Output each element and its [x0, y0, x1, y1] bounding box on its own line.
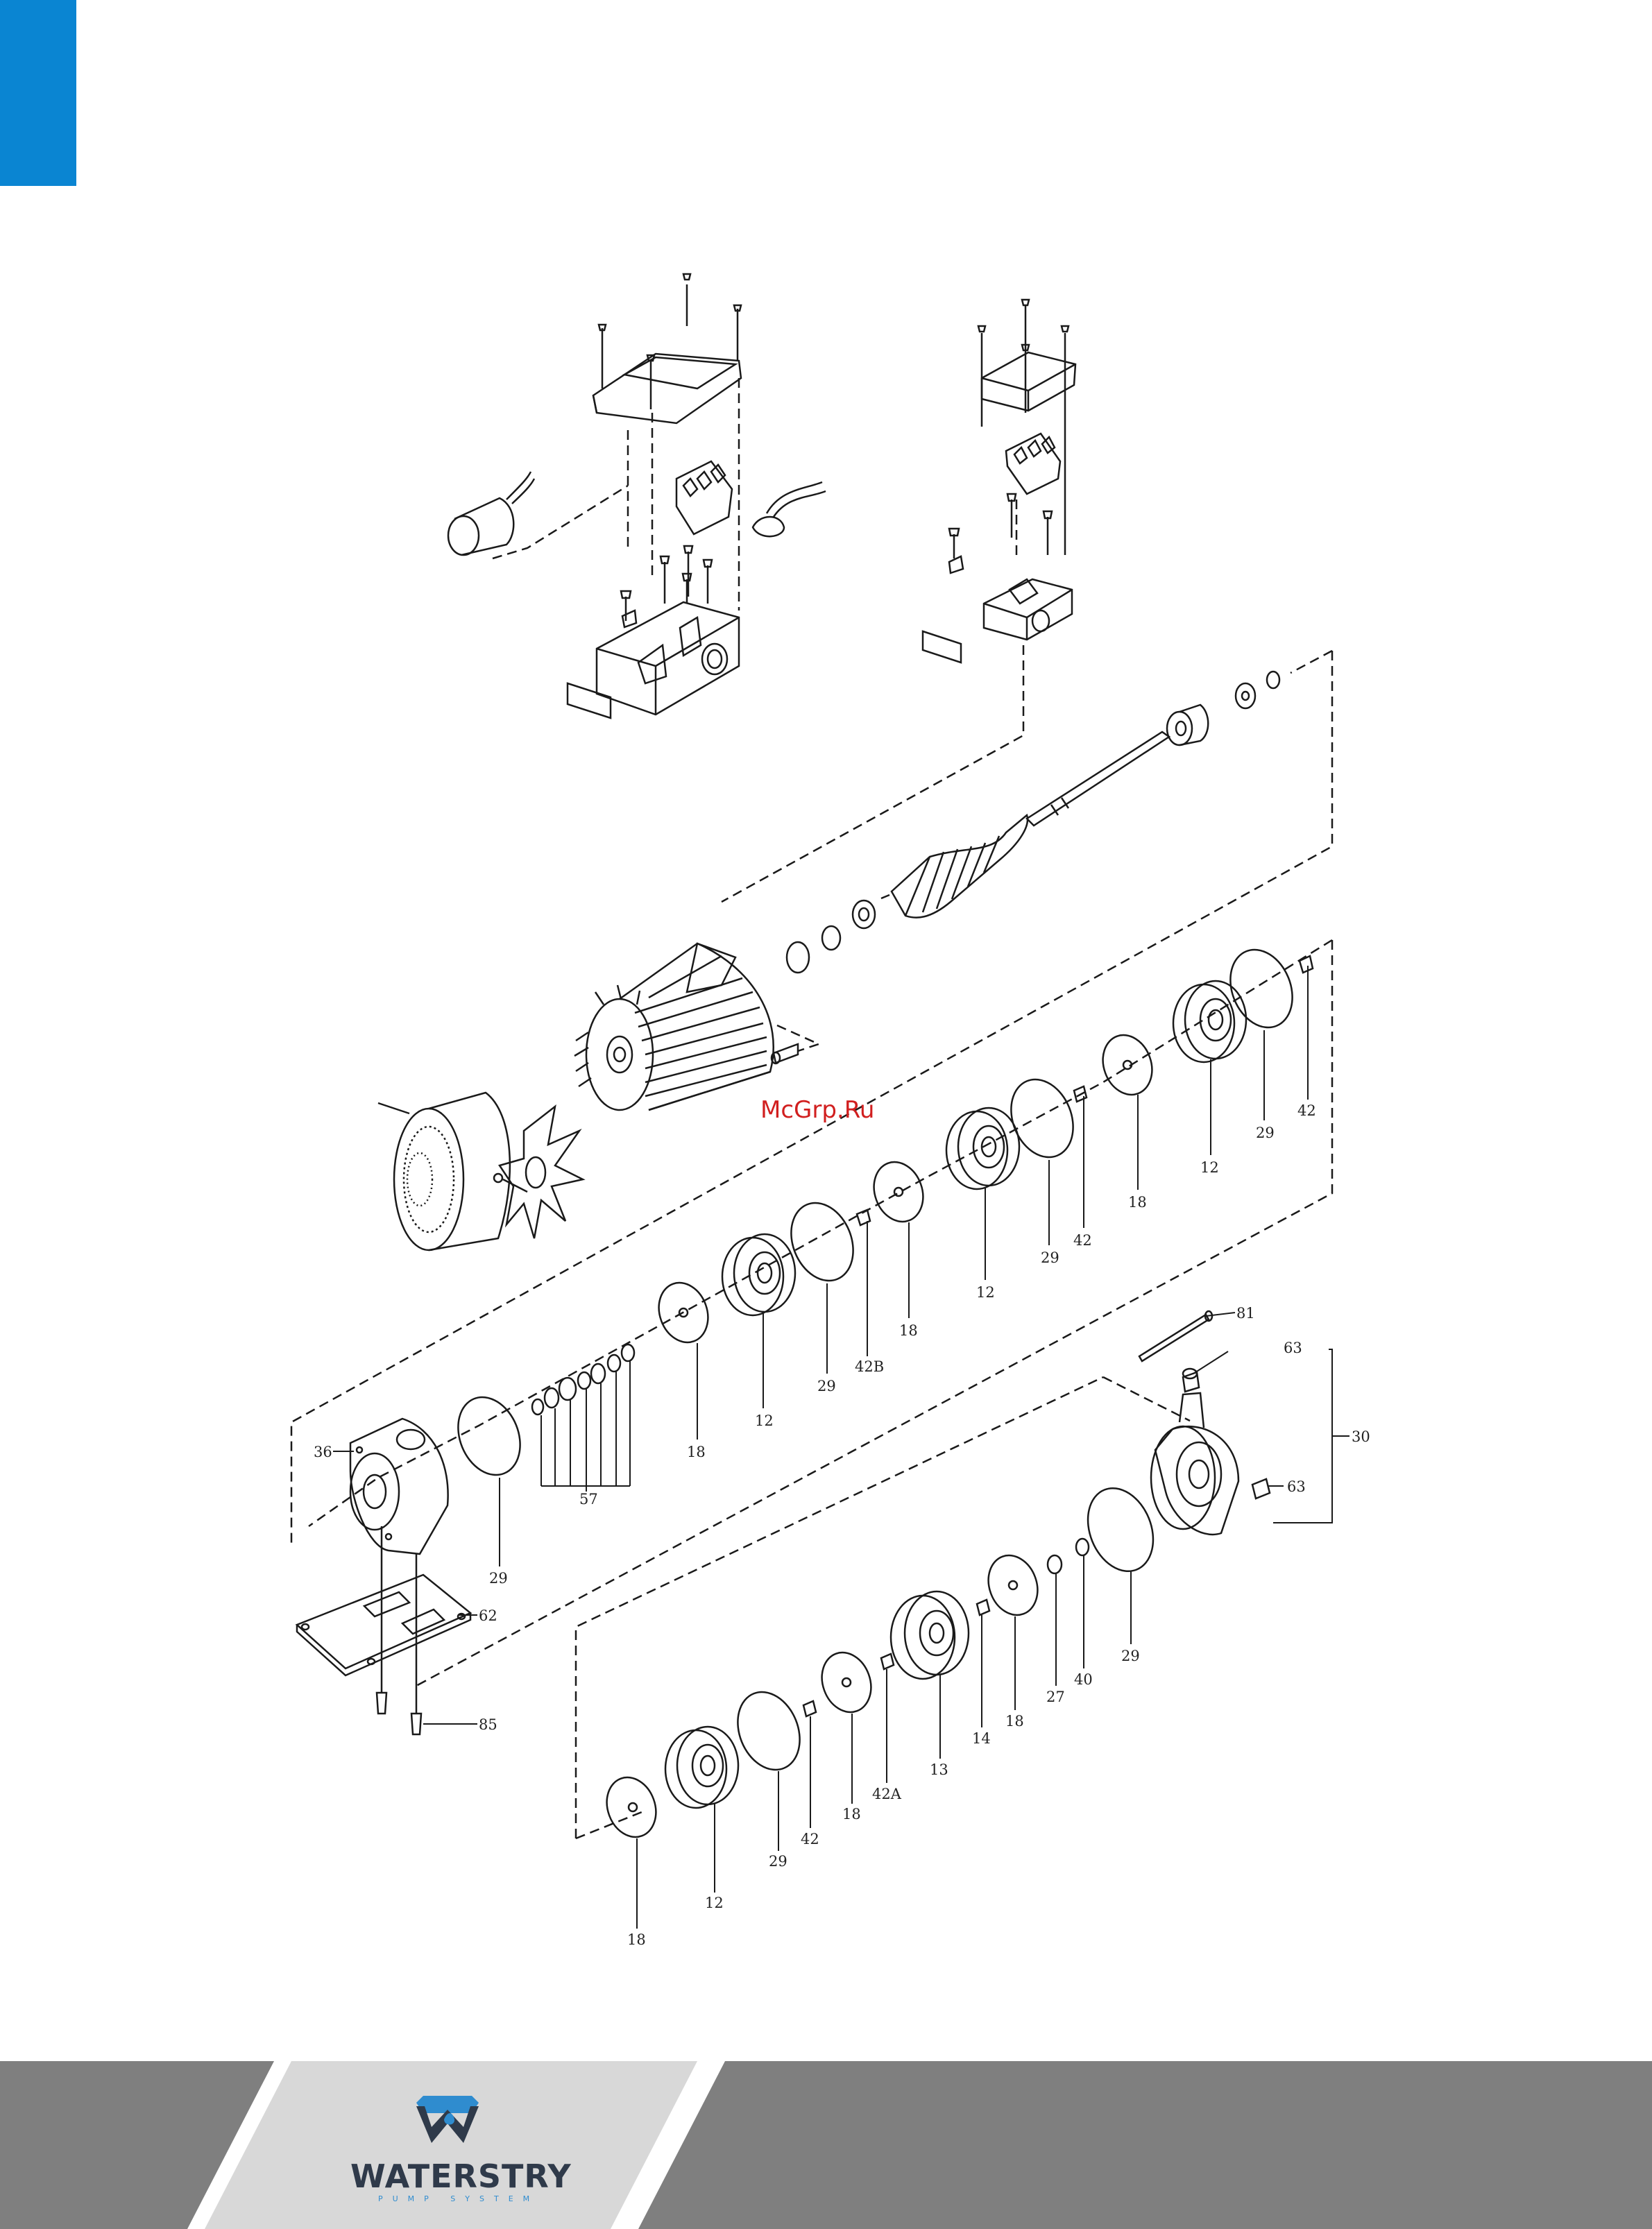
screw-set-cover-left — [599, 274, 741, 361]
capacitor — [448, 472, 534, 555]
label-63-side: 63 — [1287, 1478, 1306, 1495]
bearing-rear — [1167, 705, 1208, 745]
seal-ring-29-f — [726, 1682, 810, 1779]
bolt-85 — [377, 1526, 421, 1734]
diffuser-13 — [891, 1591, 969, 1679]
fan-cover — [378, 1093, 527, 1250]
label-36: 36 — [314, 1444, 332, 1460]
washer-27 — [1048, 1555, 1062, 1573]
pump-head-30 — [1151, 1393, 1238, 1535]
screw-set-cover-right — [978, 300, 1068, 350]
label-12-low: 12 — [755, 1412, 774, 1429]
label-18-d: 18 — [1005, 1713, 1024, 1730]
base-plate-62 — [297, 1575, 470, 1675]
label-63-top: 63 — [1284, 1340, 1302, 1356]
tie-rod-81 — [1139, 1311, 1212, 1361]
cable-gland — [753, 482, 826, 536]
label-27: 27 — [1046, 1689, 1065, 1705]
brand-tagline: PUMP SYSTEM — [378, 2194, 539, 2203]
screw-set-base-right — [949, 494, 1052, 573]
label-29-mid: 29 — [1041, 1249, 1059, 1266]
plug-63-side — [1252, 1479, 1270, 1498]
terminal-box-base-left — [597, 602, 739, 715]
label-42B: 42B — [855, 1358, 884, 1375]
fan-impeller — [500, 1107, 583, 1238]
label-13: 13 — [930, 1761, 948, 1778]
terminal-box-base-right — [984, 579, 1072, 640]
watermark-text: McGrp.Ru — [760, 1096, 874, 1124]
label-12-top: 12 — [1200, 1159, 1219, 1176]
label-29-casing: 29 — [489, 1570, 508, 1587]
seal-ring-29-a — [1219, 940, 1303, 1036]
label-12-mid: 12 — [976, 1284, 995, 1301]
seal-ring-29-c — [780, 1193, 864, 1290]
label-40: 40 — [1074, 1671, 1093, 1688]
spacer-14 — [977, 1600, 989, 1615]
part-labels: 81 63 30 63 36 57 62 85 42 29 12 18 42 2… — [314, 1102, 1370, 1948]
spacer-42-c — [803, 1701, 816, 1716]
screw-set-base-left — [621, 546, 712, 627]
motor-housing — [574, 943, 774, 1110]
terminal-block-right — [1006, 434, 1060, 494]
nut-rear — [1267, 672, 1279, 688]
impeller-18-e — [814, 1646, 879, 1719]
label-29-head: 29 — [1121, 1648, 1140, 1664]
seal-ring-29-e — [1076, 1478, 1165, 1581]
diffuser-12-d — [665, 1727, 738, 1808]
seal-ring-29-b — [1000, 1070, 1084, 1166]
spacer-42A — [881, 1654, 894, 1669]
label-57: 57 — [579, 1491, 598, 1508]
label-42A: 42A — [872, 1786, 902, 1802]
label-29-bottom: 29 — [769, 1853, 787, 1870]
label-42-bottom: 42 — [801, 1831, 819, 1847]
label-29-low: 29 — [817, 1378, 836, 1394]
footer-band — [0, 2061, 1652, 2229]
label-18-mid: 18 — [899, 1322, 918, 1339]
nameplate-left — [568, 683, 611, 718]
brand-name: WATERSTRY — [350, 2158, 572, 2195]
impeller-18-a — [1095, 1028, 1160, 1102]
bearing-front — [853, 900, 875, 928]
label-18-bottom: 18 — [627, 1931, 646, 1948]
terminal-box-cover-left — [593, 284, 741, 423]
diffuser-12-b — [946, 1108, 1019, 1189]
label-62: 62 — [479, 1607, 497, 1624]
nameplate-right — [923, 631, 961, 663]
wave-washer — [822, 926, 840, 950]
seal-ring-29-d — [447, 1387, 531, 1484]
label-18-top: 18 — [1128, 1194, 1147, 1211]
nut-40 — [1076, 1539, 1089, 1555]
label-29-top: 29 — [1256, 1125, 1275, 1141]
label-12-bottom: 12 — [705, 1895, 724, 1911]
label-14: 14 — [972, 1730, 991, 1747]
spacer-washer — [1236, 683, 1255, 708]
o-ring-motor — [787, 942, 809, 973]
impeller-18-b — [866, 1155, 931, 1229]
label-18-low: 18 — [687, 1444, 706, 1460]
shaft-seal-kit-57 — [532, 1344, 634, 1415]
label-30: 30 — [1352, 1428, 1370, 1445]
spacer-42B — [857, 1210, 870, 1225]
pump-casing-36 — [350, 1419, 448, 1554]
terminal-block-left — [676, 461, 732, 534]
impeller-18-f — [599, 1770, 664, 1844]
label-18-e: 18 — [842, 1806, 861, 1822]
rotor — [881, 732, 1169, 918]
diffuser-12-a — [1173, 981, 1246, 1062]
label-81: 81 — [1236, 1305, 1255, 1322]
label-42-top: 42 — [1297, 1102, 1316, 1119]
motor-bolt — [772, 1044, 798, 1064]
label-85: 85 — [479, 1716, 497, 1733]
diffuser-12-c — [722, 1234, 795, 1315]
terminal-box-cover-right — [982, 305, 1075, 555]
label-42-mid: 42 — [1073, 1232, 1092, 1249]
